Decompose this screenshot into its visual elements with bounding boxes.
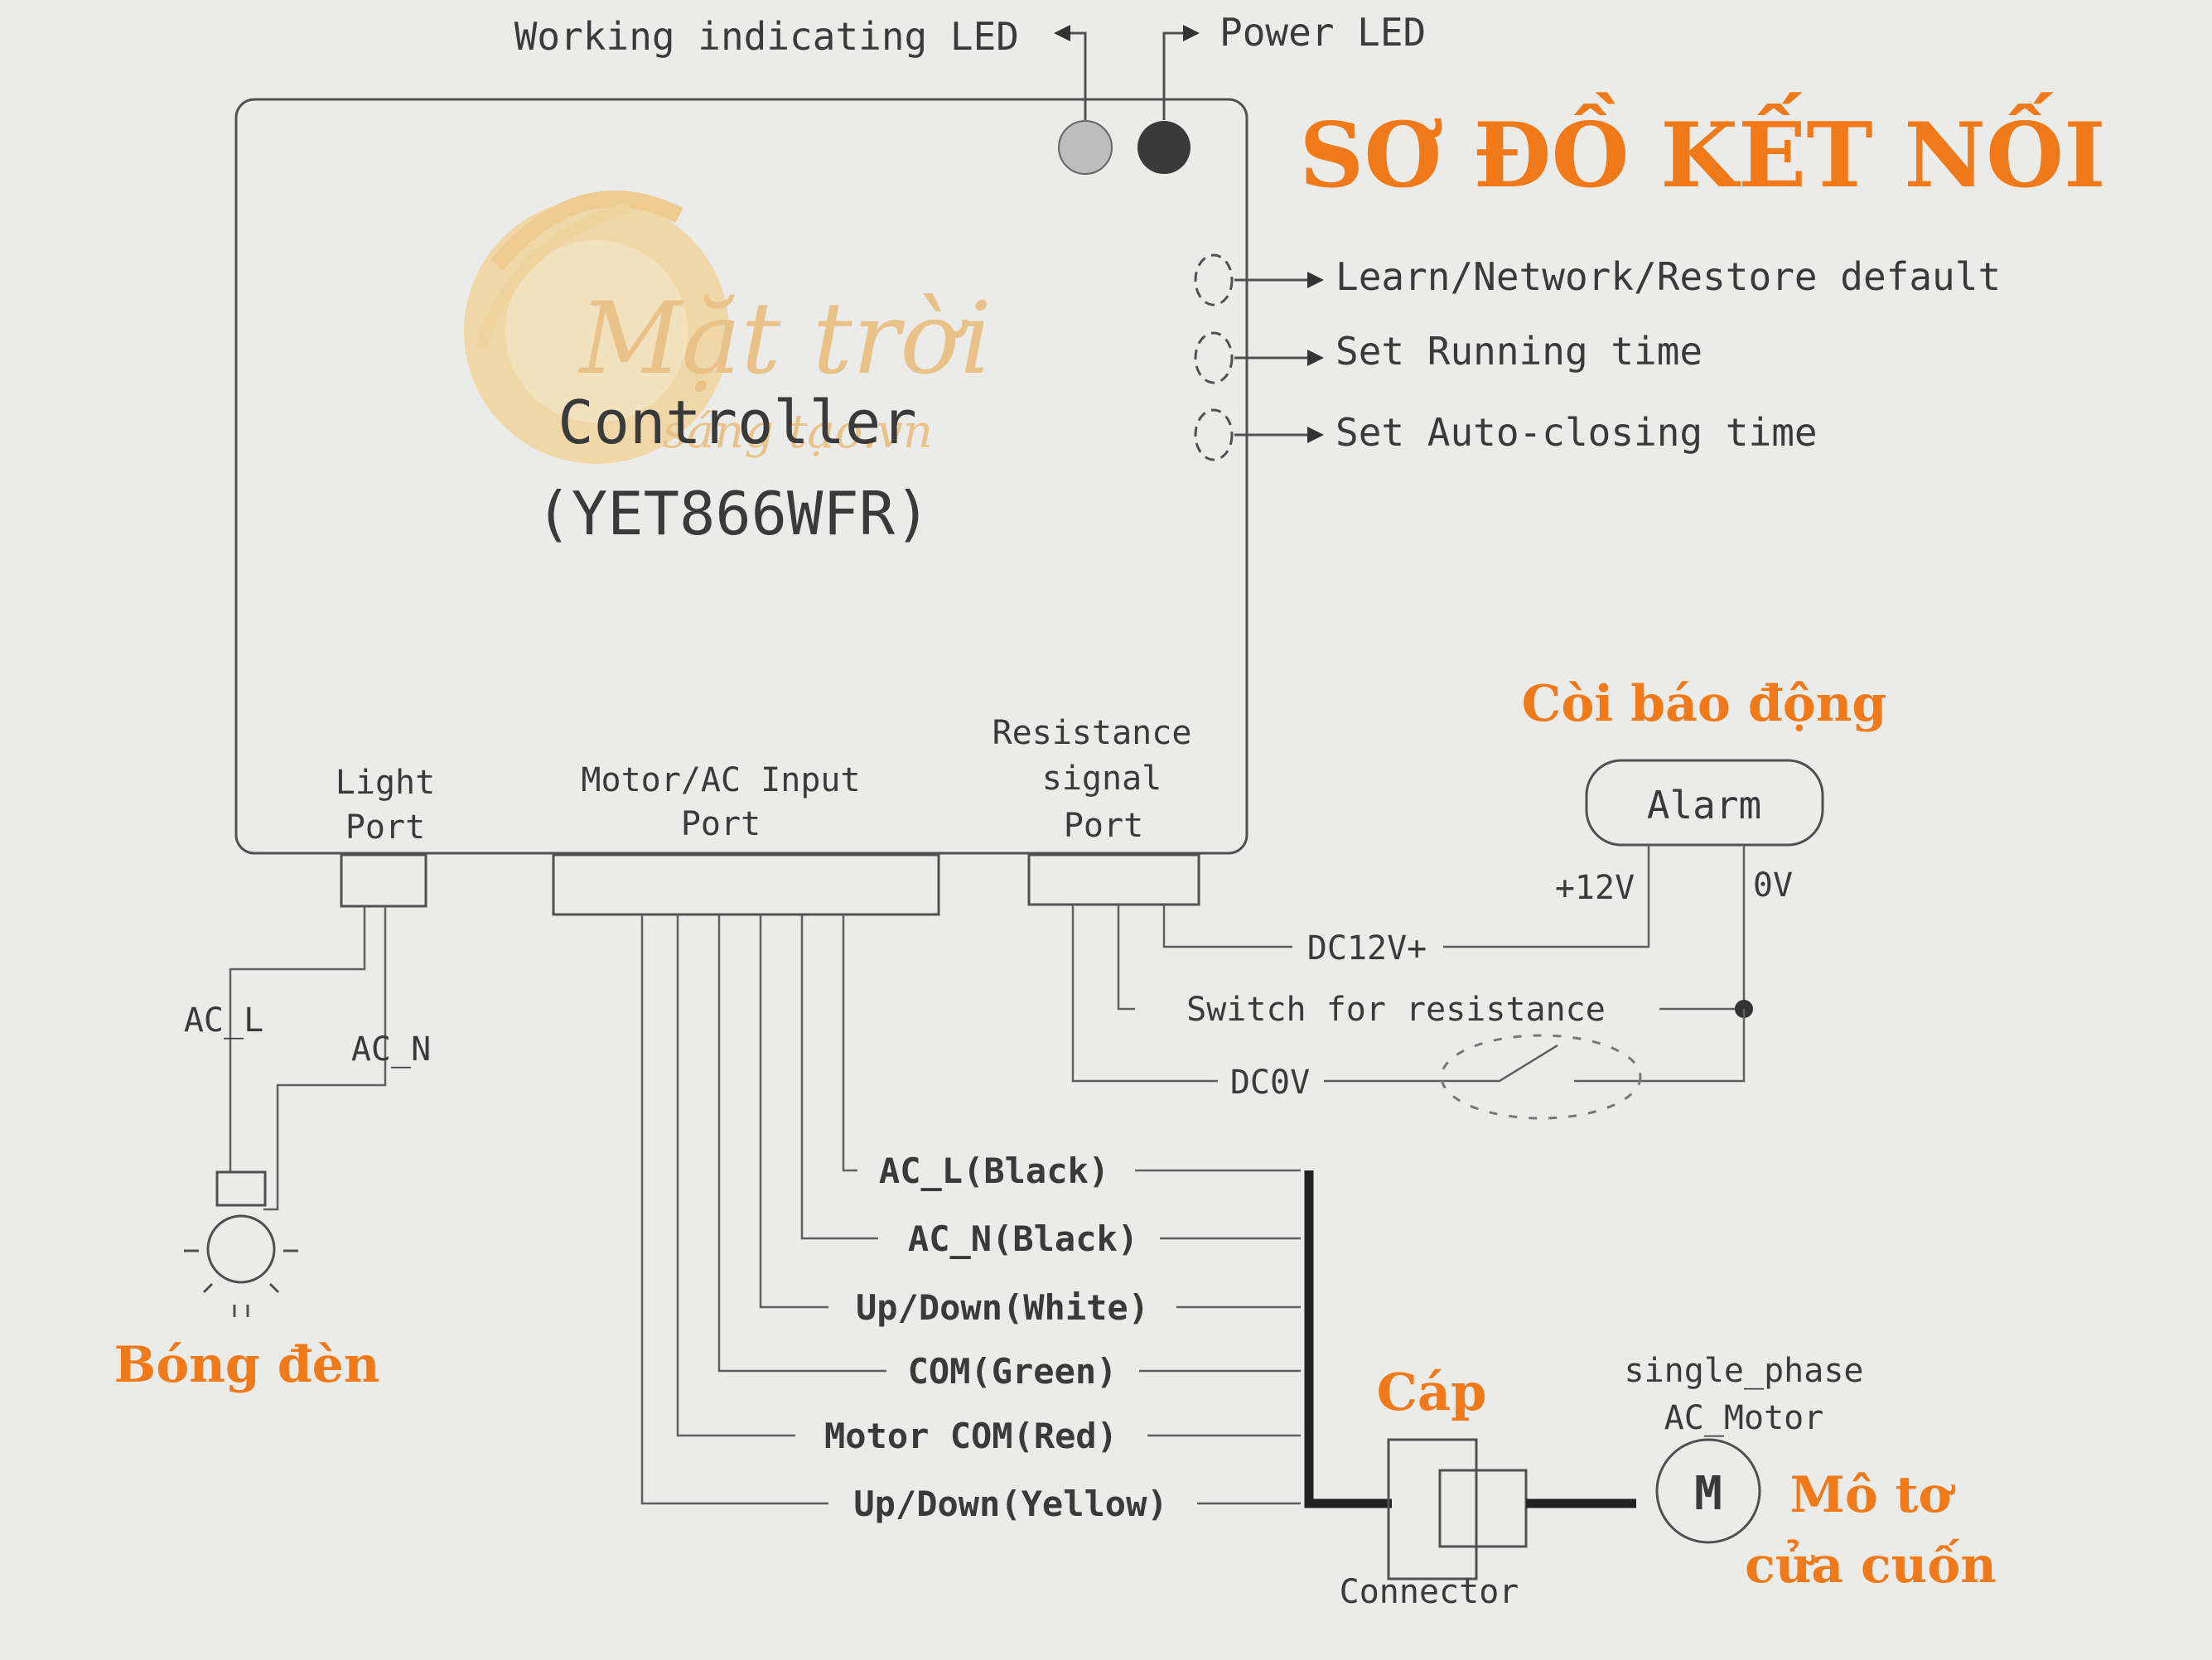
light-port-label-2: Port xyxy=(345,808,425,847)
controller-box xyxy=(234,98,1248,855)
alarm-zero-label: 0V xyxy=(1753,866,1793,905)
motor-type-line-2: AC_Motor xyxy=(1664,1399,1824,1437)
resistance-port-label-1: Resistance xyxy=(993,714,1192,752)
light-ac-l-label: AC_L xyxy=(184,1001,263,1040)
resistance-port-label-2: signal xyxy=(1042,760,1162,798)
dc0-label: DC0V xyxy=(1230,1064,1310,1102)
button-running-time[interactable]: Set Running time xyxy=(1194,329,1702,384)
motor-heading-line-1: Mô tơ xyxy=(1789,1466,1955,1524)
light-port-connector xyxy=(340,853,427,908)
connector-icon xyxy=(1387,1438,1636,1580)
motor-symbol: M xyxy=(1694,1467,1722,1521)
power-led-icon xyxy=(1137,121,1191,174)
button-auto-closing[interactable]: Set Auto-closing time xyxy=(1194,408,1818,461)
controller-name: Controller xyxy=(558,388,916,457)
diagram-title: SƠ ĐỒ KẾT NỐI xyxy=(1299,91,2105,208)
motor-port-label-2: Port xyxy=(681,805,761,843)
lamp-icon xyxy=(184,1170,298,1317)
working-led-icon xyxy=(1058,120,1113,175)
wire-label-motor-com-red: Motor COM(Red) xyxy=(824,1416,1118,1456)
alarm-plus-label: +12V xyxy=(1555,869,1635,907)
button-auto-closing-label: Set Auto-closing time xyxy=(1335,410,1818,455)
motor-heading-line-2: cửa cuốn xyxy=(1745,1537,1997,1595)
resistance-port-connector xyxy=(1027,853,1200,906)
resistance-port-label-3: Port xyxy=(1064,807,1143,845)
motor-port-connector xyxy=(552,853,940,916)
motor-port-label-1: Motor/AC Input xyxy=(581,761,860,799)
button-learn[interactable]: Learn/Network/Restore default xyxy=(1194,253,2001,306)
wire-label-ac-l: AC_L(Black) xyxy=(879,1151,1109,1191)
motor-wires xyxy=(640,914,1392,1508)
alarm-heading: Còi báo động xyxy=(1522,675,1887,733)
light-port-label-1: Light xyxy=(336,764,435,802)
connector-label: Connector xyxy=(1340,1573,1519,1611)
switch-label: Switch for resistance xyxy=(1186,991,1606,1029)
watermark-logo: Mặt trời sáng tạo.vn xyxy=(464,191,992,464)
lamp-heading: Bóng đèn xyxy=(114,1336,380,1394)
light-wire-ac-l xyxy=(229,906,366,1172)
light-ac-n-label: AC_N xyxy=(351,1030,431,1069)
controller-model: (YET866WFR) xyxy=(536,479,931,548)
button-running-time-label: Set Running time xyxy=(1335,329,1702,374)
working-led-label: Working indicating LED xyxy=(514,14,1019,59)
alarm-wiring xyxy=(1071,845,1753,1120)
motor-icon: M xyxy=(1655,1438,1761,1544)
alarm-label: Alarm xyxy=(1647,783,1761,828)
wire-label-ac-n: AC_N(Black) xyxy=(908,1218,1138,1259)
power-led-label: Power LED xyxy=(1219,10,1426,55)
watermark-text-sub: sáng tạo.vn xyxy=(663,405,933,459)
dc12-label: DC12V+ xyxy=(1307,929,1427,968)
watermark-text-main: Mặt trời xyxy=(578,282,992,397)
wire-label-com-green: COM(Green) xyxy=(908,1351,1118,1392)
cable-heading: Cáp xyxy=(1377,1362,1487,1422)
motor-type-line-1: single_phase xyxy=(1625,1352,1864,1390)
button-learn-label: Learn/Network/Restore default xyxy=(1335,254,2001,299)
wire-label-up-down-yellow: Up/Down(Yellow) xyxy=(853,1484,1167,1524)
alarm-box xyxy=(1585,759,1824,847)
light-wire-ac-n xyxy=(263,906,387,1211)
wire-label-up-down-white: Up/Down(White) xyxy=(856,1287,1149,1328)
